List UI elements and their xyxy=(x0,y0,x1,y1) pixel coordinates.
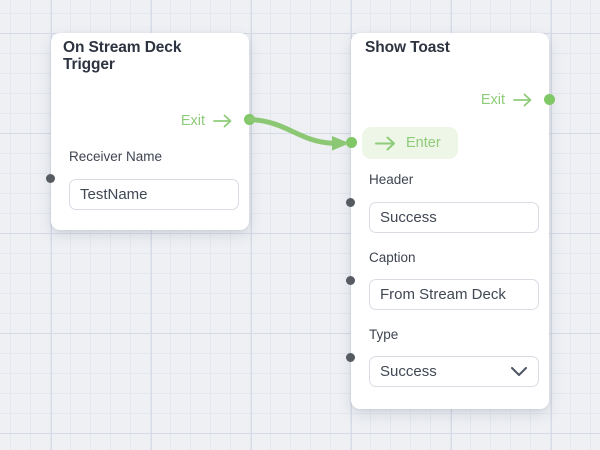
connection-wire[interactable] xyxy=(247,117,350,151)
input-port-header[interactable] xyxy=(346,198,355,207)
chevron-down-icon xyxy=(511,367,527,376)
input-port-type[interactable] xyxy=(346,353,355,362)
input-port-caption[interactable] xyxy=(346,276,355,285)
field-label-caption: Caption xyxy=(369,250,416,265)
exit-port-label: Exit xyxy=(180,113,205,129)
caption-input[interactable] xyxy=(369,279,539,310)
enter-port-label: Enter xyxy=(406,135,441,151)
exit-port-row: Exit xyxy=(481,91,533,109)
header-input[interactable] xyxy=(369,202,539,233)
type-select-value: Success xyxy=(380,363,437,380)
arrow-right-icon xyxy=(213,114,233,128)
enter-port-pill[interactable]: Enter xyxy=(362,127,458,159)
field-label-type: Type xyxy=(369,327,399,342)
node-title: On Stream Deck Trigger xyxy=(63,39,182,73)
input-port-receiver-name[interactable] xyxy=(46,174,55,183)
exit-port[interactable] xyxy=(544,94,555,105)
enter-port[interactable] xyxy=(346,137,357,148)
receiver-name-input[interactable] xyxy=(69,179,239,210)
arrow-right-icon xyxy=(513,93,533,107)
node-title: Show Toast xyxy=(365,39,450,56)
type-select[interactable]: Success xyxy=(369,356,539,387)
node-card-toast[interactable]: Show Toast Exit Enter Header Caption xyxy=(346,33,555,409)
field-label-header: Header xyxy=(369,172,414,187)
exit-port[interactable] xyxy=(244,114,255,125)
arrow-right-icon xyxy=(375,136,397,151)
exit-port-label: Exit xyxy=(480,92,505,108)
exit-port-row: Exit xyxy=(181,112,233,130)
node-card-trigger[interactable]: On Stream Deck Trigger Exit Receiver Nam… xyxy=(46,33,255,230)
field-label-receiver-name: Receiver Name xyxy=(69,149,163,164)
